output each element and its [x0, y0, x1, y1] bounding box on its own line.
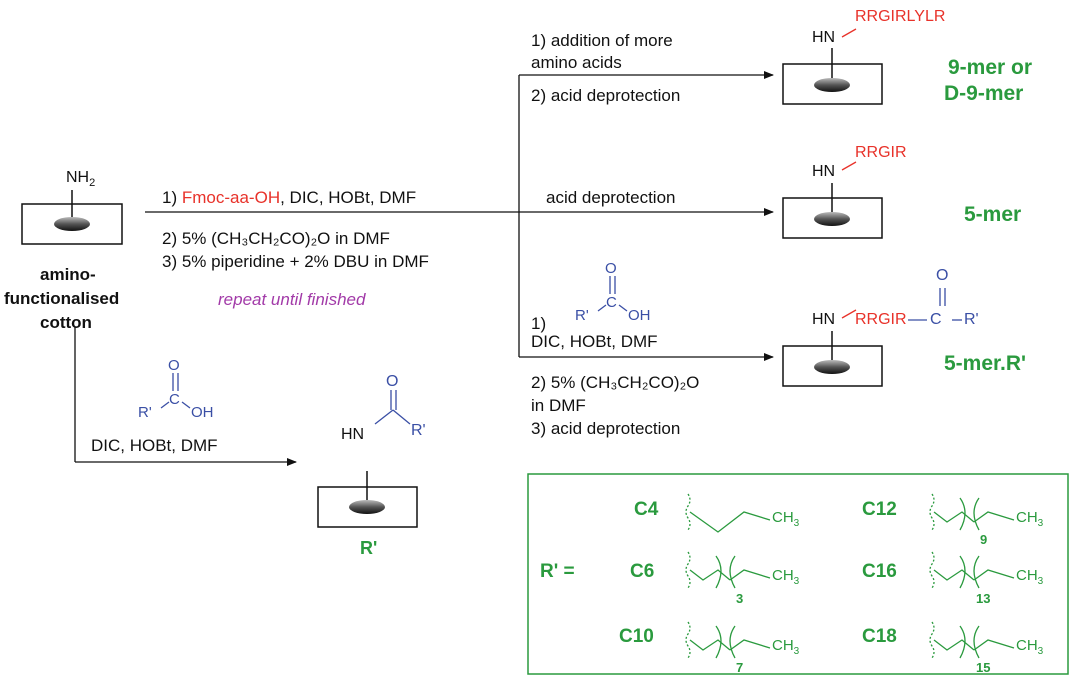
repeat-note: repeat until finished: [218, 290, 366, 309]
mid-product-support: [782, 161, 883, 239]
mid-cond: acid deprotection: [546, 188, 676, 207]
start-nh2: NH2: [66, 169, 96, 190]
legend-n-c12: 9: [980, 532, 988, 547]
bot-acid-oh: OH: [628, 307, 651, 324]
down-acid-r: R': [138, 404, 152, 421]
bot-c: C: [930, 311, 942, 328]
main-step-1: 1) Fmoc-aa-OH, DIC, HOBt, DMF: [162, 188, 417, 207]
top-cond-2: 2) acid deprotection: [531, 86, 681, 105]
down-o: O: [386, 373, 399, 390]
bot-product: 5-mer.R': [944, 352, 1027, 375]
bot-hn: HN: [812, 311, 836, 328]
start-support: [21, 190, 123, 245]
bot-o: O: [936, 267, 949, 284]
legend-ch3-c16: CH3: [1016, 567, 1044, 587]
legend-label-c10: C10: [619, 626, 654, 647]
top-hn: HN: [812, 29, 836, 46]
legend-ch3-c12: CH3: [1016, 509, 1044, 529]
legend-n-c16: 13: [976, 591, 991, 606]
legend-ch3-c4: CH3: [772, 509, 800, 529]
top-cond-1: 1) addition of more: [531, 31, 673, 50]
legend-label-c6: C6: [630, 561, 655, 582]
legend-chain-c10: [685, 621, 771, 659]
down-product: R': [360, 538, 378, 558]
acid-structure-bottom: [597, 276, 628, 312]
legend-n-c18: 15: [976, 660, 991, 675]
main-step-2: 2) 5% (CH₃CH₂CO)₂O in DMF: [162, 229, 390, 248]
legend-ch3-c18: CH3: [1016, 637, 1044, 657]
legend-label-c4: C4: [634, 499, 659, 520]
top-product-1: 9-mer or: [948, 56, 1033, 79]
legend-chain-c18: [929, 621, 1015, 659]
legend-ch3-c6: CH3: [772, 567, 800, 587]
down-r: R': [411, 422, 426, 439]
bot-acid-c: C: [606, 294, 617, 311]
start-label-3: cotton: [40, 313, 92, 332]
legend-label-c12: C12: [862, 499, 897, 520]
bot-acid-r: R': [575, 307, 589, 324]
start-label-1: amino-: [40, 265, 96, 284]
start-label-2: functionalised: [4, 289, 120, 308]
down-acid-c: C: [169, 391, 180, 408]
legend-label-c18: C18: [862, 626, 897, 647]
mid-hn: HN: [812, 163, 836, 180]
down-acid-oh: OH: [191, 404, 214, 421]
bottom-product-support: [782, 288, 962, 387]
legend-r-equals: R' =: [540, 561, 575, 582]
legend-chain-c12: [929, 493, 1015, 531]
bot-cond-3: 3) acid deprotection: [531, 419, 681, 438]
top-product-support: [782, 28, 883, 105]
acid-structure-down: [160, 373, 191, 409]
mid-product: 5-mer: [964, 203, 1022, 226]
legend-chain-c16: [929, 551, 1015, 589]
bot-cond-2b: in DMF: [531, 396, 586, 415]
legend-box: [527, 473, 1069, 675]
bot-peptide: RRGIR: [855, 311, 907, 328]
bot-cond-1: 1): [531, 314, 547, 333]
legend-chain-c4: [685, 493, 771, 533]
legend-label-c16: C16: [862, 561, 897, 582]
main-step-3: 3) 5% piperidine + 2% DBU in DMF: [162, 252, 429, 271]
mid-peptide: RRGIR: [855, 144, 907, 161]
top-cond-1b: amino acids: [531, 53, 622, 72]
bot-r: R': [964, 311, 979, 328]
bot-cond-1b: DIC, HOBt, DMF: [531, 332, 658, 351]
top-peptide: RRGIRLYLR: [855, 8, 946, 25]
bot-cond-2: 2) 5% (CH₃CH₂CO)₂O: [531, 373, 700, 392]
bot-acid-o: O: [605, 260, 617, 277]
down-product-support: [317, 390, 418, 528]
down-acid-o: O: [168, 357, 180, 374]
legend-n-c10: 7: [736, 660, 744, 675]
down-cond: DIC, HOBt, DMF: [91, 436, 218, 455]
legend-chain-c6: [685, 551, 771, 589]
down-hn: HN: [341, 426, 365, 443]
top-product-2: D-9-mer: [944, 82, 1024, 105]
legend-n-c6: 3: [736, 591, 744, 606]
legend-ch3-c10: CH3: [772, 637, 800, 657]
